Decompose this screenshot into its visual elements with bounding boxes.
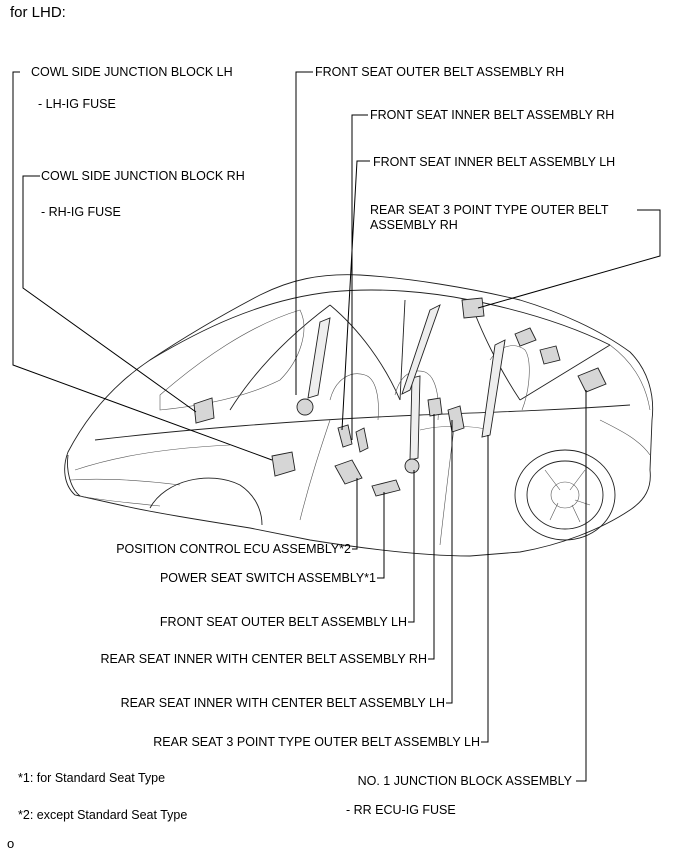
label-cowl-junction-rh: COWL SIDE JUNCTION BLOCK RH xyxy=(41,169,245,183)
diagram-title: for LHD: xyxy=(10,4,66,21)
label-position-control-ecu: POSITION CONTROL ECU ASSEMBLY*2 xyxy=(116,542,351,556)
car-outline xyxy=(64,274,654,557)
components xyxy=(193,297,607,497)
note-standard-seat: *1: for Standard Seat Type xyxy=(18,771,166,785)
label-rear-inner-center-belt-lh: REAR SEAT INNER WITH CENTER BELT ASSEMBL… xyxy=(120,696,445,710)
figure-code: o xyxy=(7,836,15,851)
no1-junction-part xyxy=(577,367,607,393)
cowl-junction-rh-part xyxy=(193,397,215,424)
label-power-seat-switch: POWER SEAT SWITCH ASSEMBLY*1 xyxy=(159,571,376,585)
label-rear-inner-center-belt-rh: REAR SEAT INNER WITH CENTER BELT ASSEMBL… xyxy=(100,652,427,666)
note-except-standard-seat: *2: except Standard Seat Type xyxy=(18,808,188,822)
front-outer-belt-lh-part xyxy=(409,375,421,461)
label-rh-ig-fuse: - RH-IG FUSE xyxy=(41,205,121,219)
position-ecu-part xyxy=(334,459,363,485)
label-rear-3pt-outer-belt-rh: REAR SEAT 3 POINT TYPE OUTER BELT ASSEMB… xyxy=(370,203,609,232)
label-front-outer-belt-lh: FRONT SEAT OUTER BELT ASSEMBLY LH xyxy=(159,615,407,629)
front-outer-belt-rh-part xyxy=(307,317,331,399)
label-rear-3pt-outer-belt-lh: REAR SEAT 3 POINT TYPE OUTER BELT ASSEMB… xyxy=(153,735,480,749)
label-front-outer-belt-rh: FRONT SEAT OUTER BELT ASSEMBLY RH xyxy=(315,65,565,79)
leader-lines xyxy=(12,71,661,782)
label-front-inner-belt-rh: FRONT SEAT INNER BELT ASSEMBLY RH xyxy=(370,108,615,122)
label-lh-ig-fuse: - LH-IG FUSE xyxy=(38,97,116,111)
cowl-junction-lh-part xyxy=(271,451,296,477)
label-no1-junction-block: NO. 1 JUNCTION BLOCK ASSEMBLY xyxy=(357,774,572,788)
label-rr-ecu-ig-fuse: - RR ECU-IG FUSE xyxy=(346,803,456,817)
label-cowl-junction-lh: COWL SIDE JUNCTION BLOCK LH xyxy=(31,65,233,79)
label-front-inner-belt-lh: FRONT SEAT INNER BELT ASSEMBLY LH xyxy=(373,155,616,169)
rear-3pt-lh-part xyxy=(481,339,506,438)
power-seat-switch-part xyxy=(371,479,401,497)
